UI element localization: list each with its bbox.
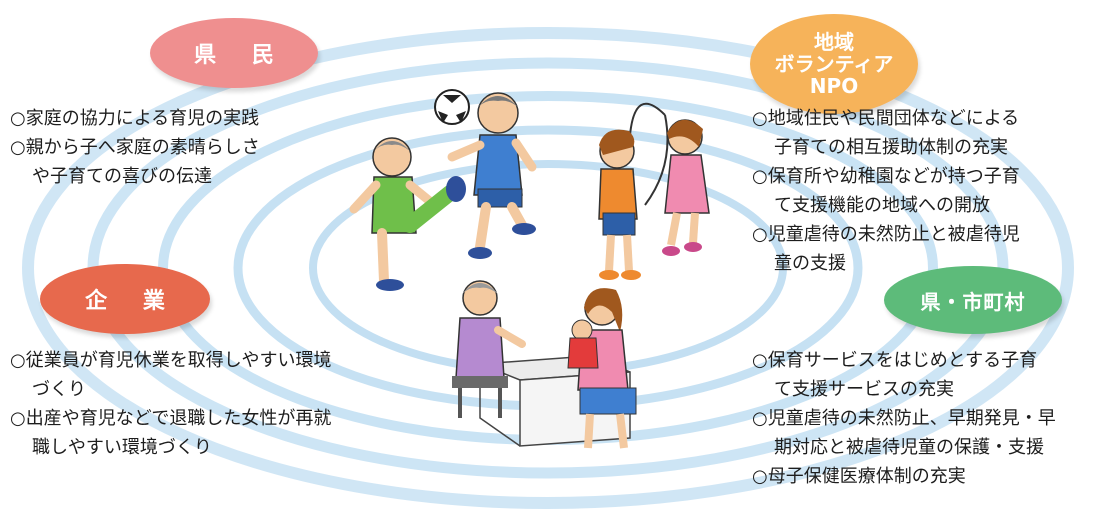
list-item: ○保育サービスをはじめとする子育: [752, 350, 1038, 371]
list-item: ○地域住民や民間団体などによる: [752, 108, 1020, 129]
list-item: ○児童虐待の未然防止と被虐待児: [752, 224, 1020, 245]
list-item: ○母子保健医療体制の充実: [752, 466, 966, 487]
boys-playing-ball-illustration: [349, 89, 537, 291]
list-item: ○出産や育児などで退職した女性が再就: [10, 408, 332, 429]
npo-label: 地域 ボランティア NPO: [750, 14, 918, 114]
list-item: て支援機能の地域への開放: [774, 195, 990, 216]
npo-label-line-2: ボランティア: [774, 52, 894, 76]
city-label: 県・市町村: [884, 266, 1062, 334]
kenmin-list: ○家庭の協力による育児の実践 ○親から子へ家庭の素晴らしさ や子育ての喜びの伝達: [10, 104, 260, 191]
kigyo-label-text: 企 業: [85, 289, 179, 314]
list-item: 子育ての相互援助体制の充実: [774, 137, 1008, 158]
list-item: ○親から子へ家庭の素晴らしさ: [10, 137, 260, 158]
npo-label-line-1: 地域: [814, 30, 854, 54]
npo-list: ○地域住民や民間団体などによる 子育ての相互援助体制の充実 ○保育所や幼稚園など…: [752, 104, 1020, 278]
list-item: ○保育所や幼稚園などが持つ子育: [752, 166, 1020, 187]
list-item: づくり: [32, 379, 86, 400]
ball-icon: [434, 89, 470, 125]
list-item: 職しやすい環境づくり: [32, 437, 212, 458]
kenmin-label: 県 民: [150, 18, 318, 88]
consultation-illustration: [452, 280, 637, 449]
kenmin-label-text: 県 民: [194, 43, 288, 68]
kigyo-list: ○従業員が育児休業を取得しやすい環境 づくり ○出産や育児などで退職した女性が再…: [10, 346, 332, 462]
npo-label-line-3: NPO: [809, 74, 859, 98]
city-list: ○保育サービスをはじめとする子育 て支援サービスの充実 ○児童虐待の未然防止、早…: [752, 346, 1056, 491]
list-item: や子育ての喜びの伝達: [32, 166, 212, 187]
city-label-text: 県・市町村: [920, 289, 1026, 314]
list-item: 童の支援: [774, 253, 846, 274]
list-item: 期対応と被虐待児童の保護・支援: [774, 437, 1044, 458]
list-item: ○児童虐待の未然防止、早期発見・早: [752, 408, 1056, 429]
girls-jump-rope-illustration: [598, 102, 710, 280]
list-item: ○家庭の協力による育児の実践: [10, 108, 260, 129]
list-item: ○従業員が育児休業を取得しやすい環境: [10, 350, 332, 371]
kigyo-label: 企 業: [40, 264, 210, 334]
list-item: て支援サービスの充実: [774, 379, 954, 400]
